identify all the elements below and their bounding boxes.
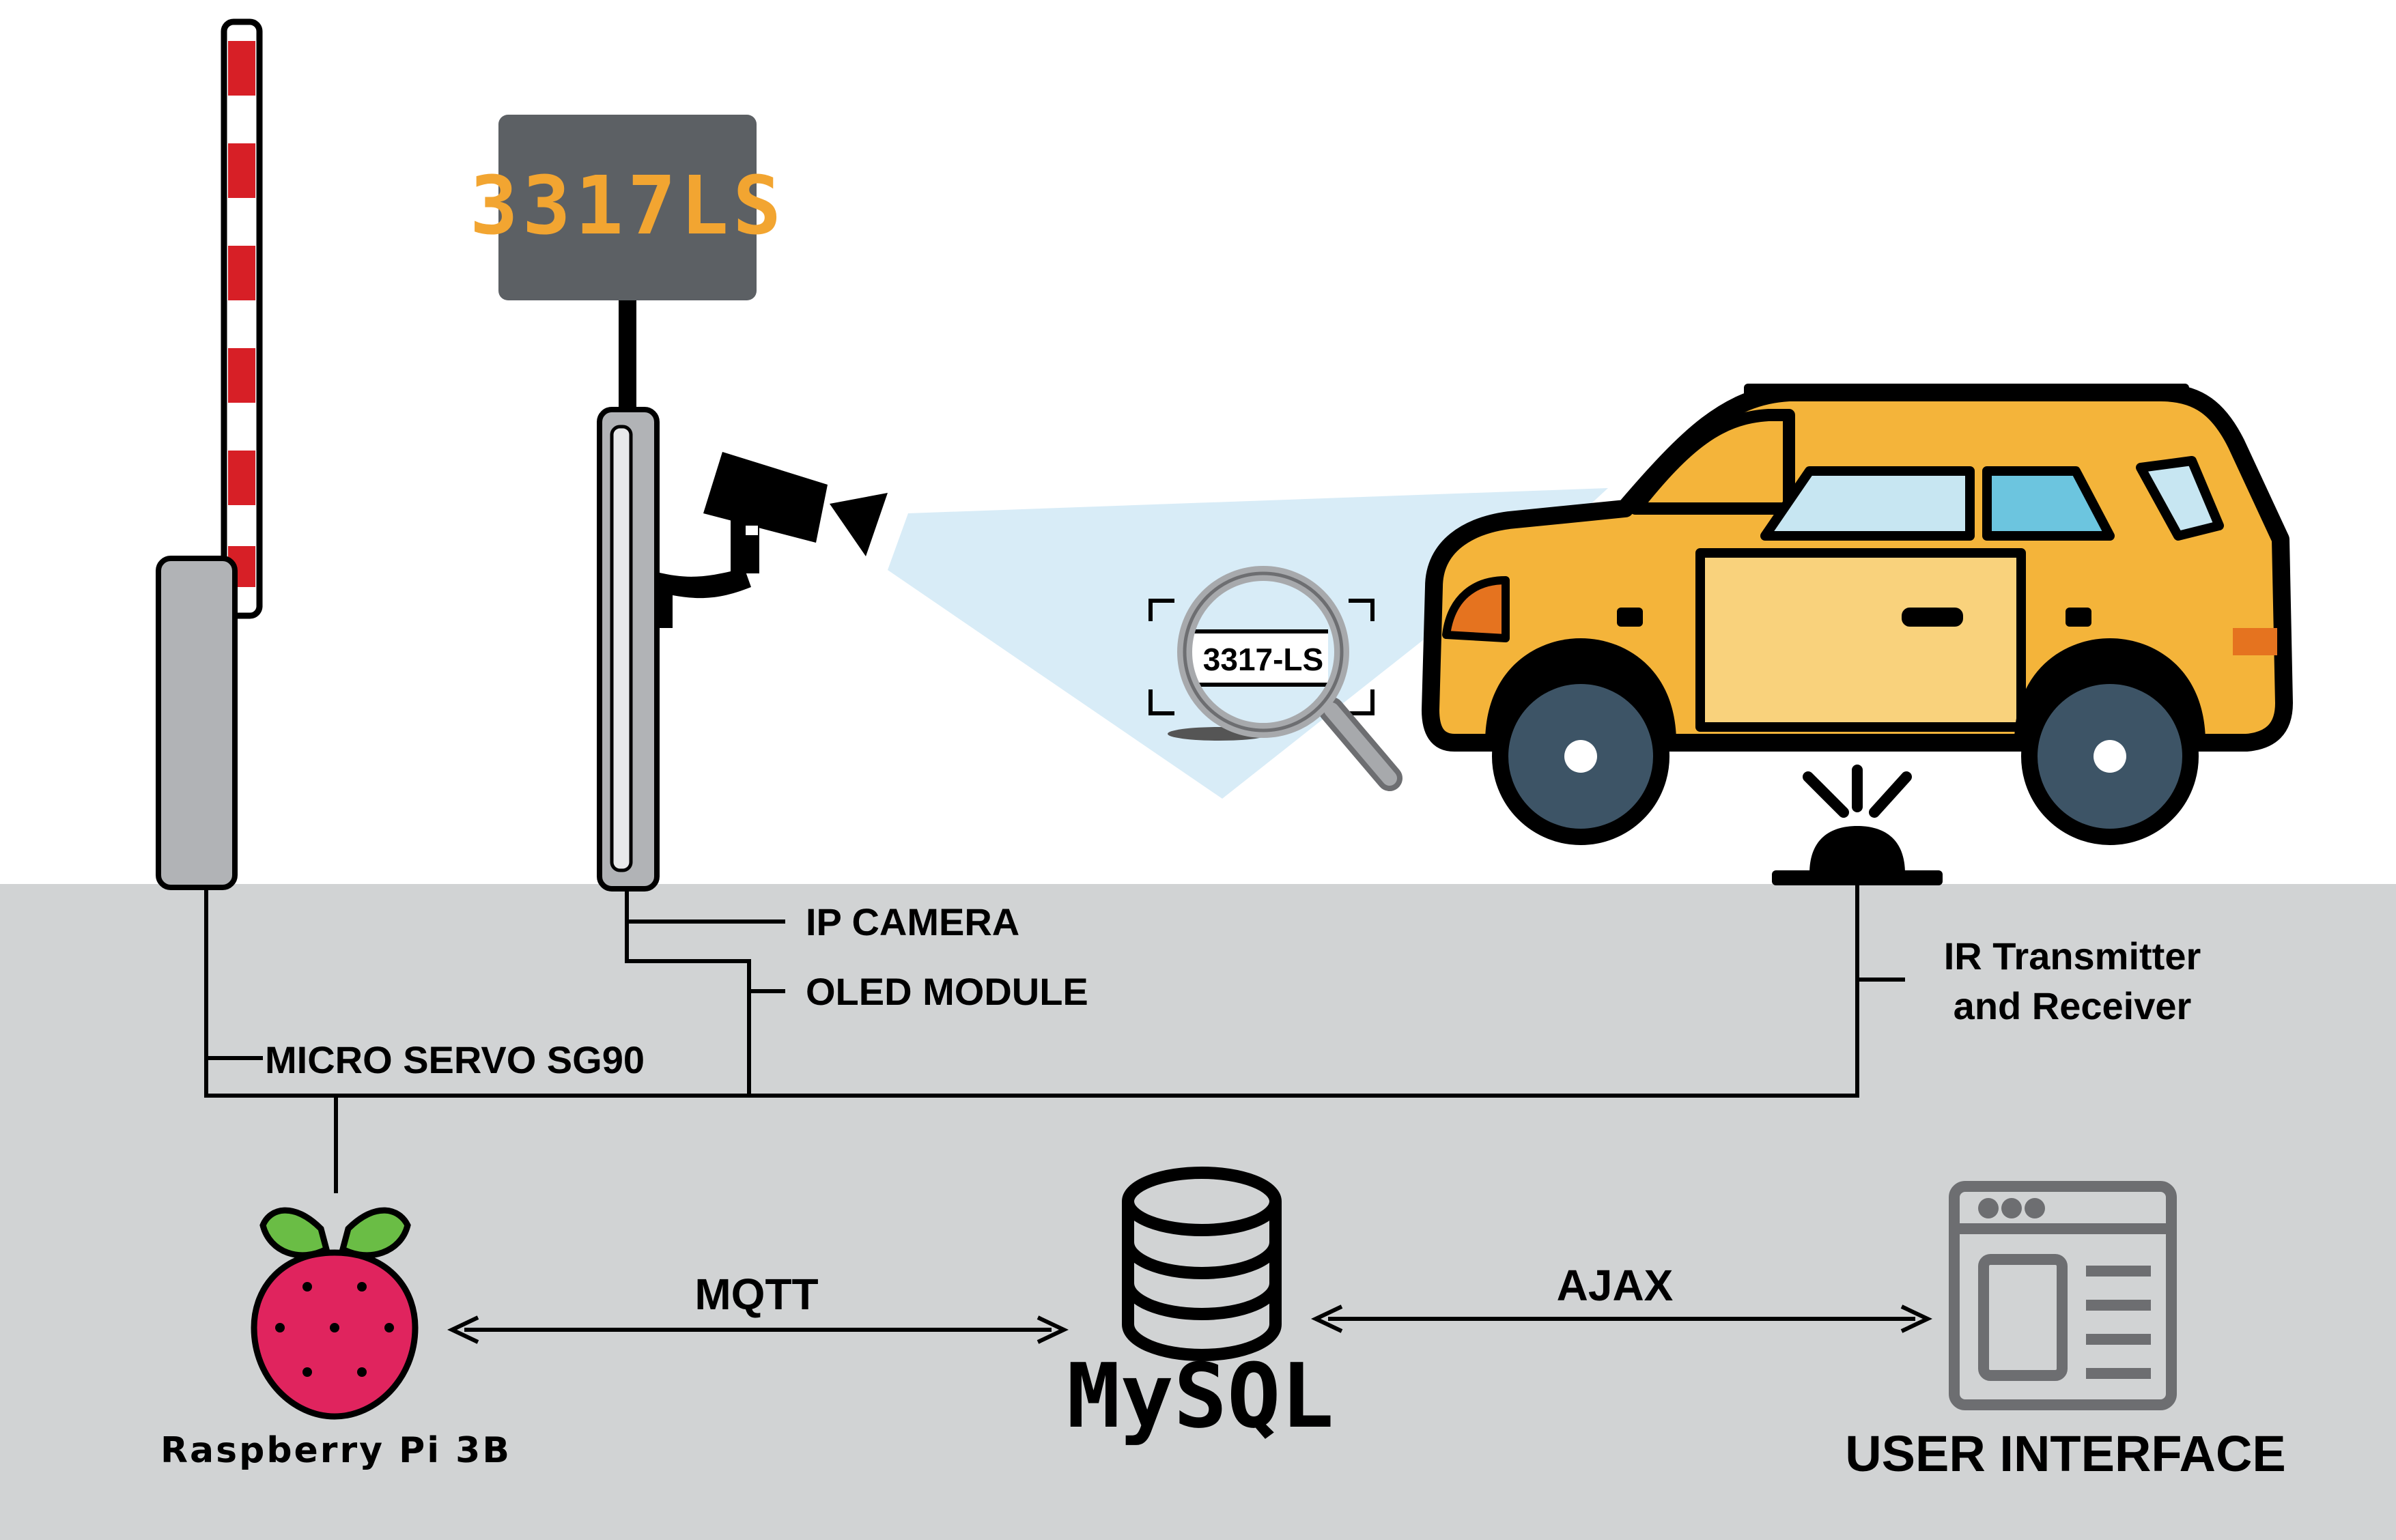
arrow-ajax — [1310, 1304, 1933, 1333]
raspberry-pi-icon — [251, 1207, 419, 1420]
label-mqtt: MQTT — [694, 1270, 818, 1319]
node-raspberry-pi: Raspberry Pi 3B — [160, 1430, 511, 1471]
node-user-interface: USER INTERFACE — [1845, 1425, 2286, 1482]
node-mysql: MySQL — [1067, 1344, 1334, 1448]
plate-number: 3317-LS — [1203, 642, 1323, 677]
led-display-text: 3317LS — [470, 158, 785, 253]
arrow-mqtt — [447, 1315, 1069, 1344]
database-icon — [1122, 1167, 1282, 1362]
ip-camera-icon — [703, 452, 888, 573]
wiring — [204, 885, 1905, 1193]
magnifier-icon — [1177, 566, 1403, 791]
label-ir-line2: and Receiver — [1954, 984, 2192, 1027]
label-ip-camera: IP CAMERA — [806, 900, 1019, 943]
plate-scan: 3317-LS — [1148, 599, 1375, 741]
ir-sensor-icon — [1772, 765, 1943, 885]
led-display: 3317LS — [470, 115, 785, 413]
car-icon — [1422, 384, 2293, 845]
label-oled-module: OLED MODULE — [806, 970, 1088, 1013]
barrier-gate — [156, 18, 263, 890]
label-micro-servo: MICRO SERVO SG90 — [265, 1038, 645, 1081]
browser-window-icon — [1949, 1181, 2177, 1410]
label-ajax: AJAX — [1557, 1261, 1674, 1310]
label-ir-line1: IR Transmitter — [1944, 935, 2201, 978]
